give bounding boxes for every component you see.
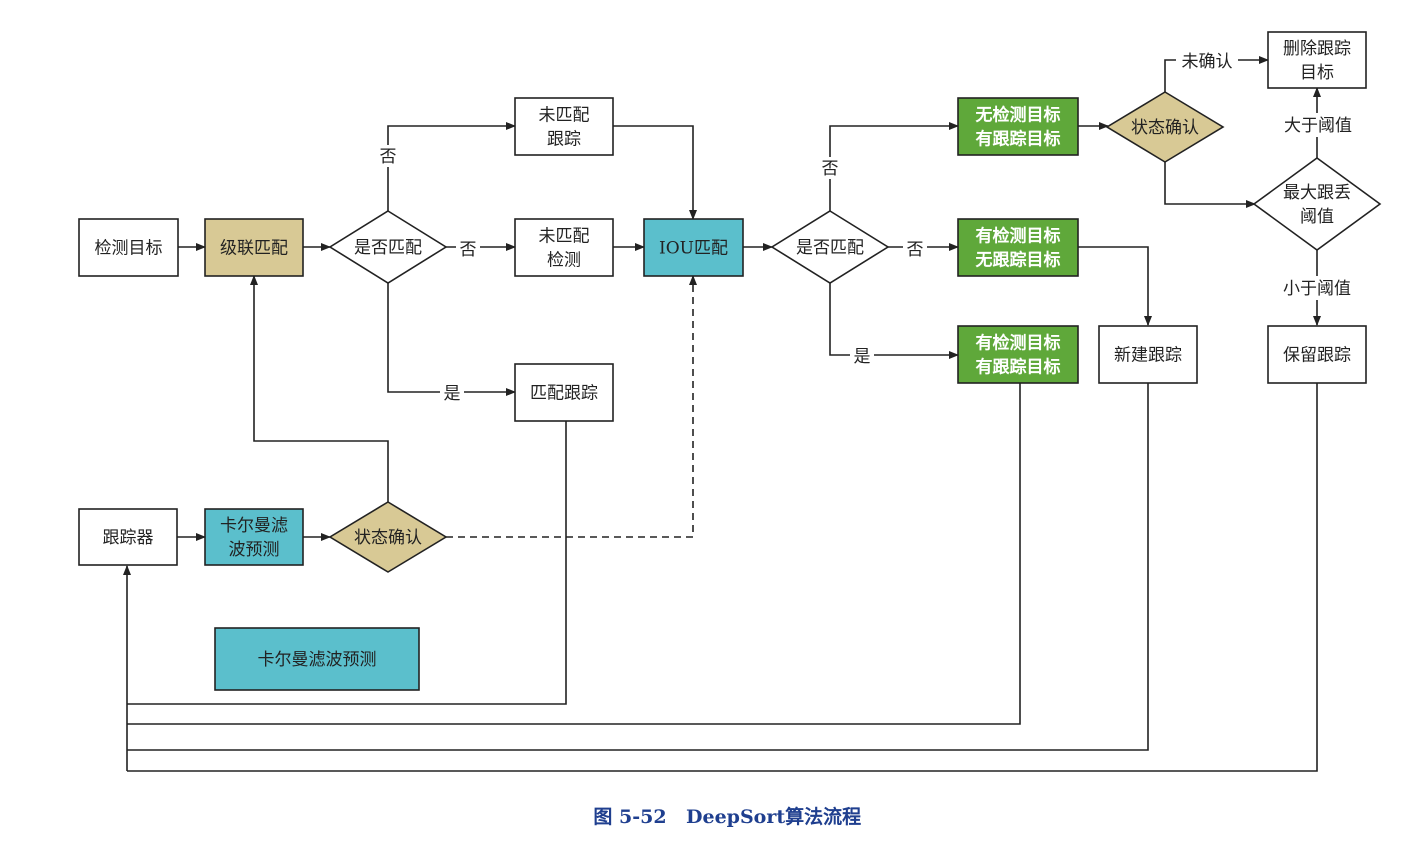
label-yes-2: 是 [854, 347, 871, 367]
node-shape [204, 508, 304, 566]
node-shape [214, 627, 420, 691]
label-unconfirmed: 未确认 [1182, 52, 1233, 72]
node-kalman-predict: 卡尔曼滤波预测 [204, 508, 304, 566]
edge-ismatch2-hasdet-hastrack [829, 283, 959, 359]
node-label: 是否匹配 [354, 238, 422, 258]
node-state-confirm-2: 状态确认 [1105, 91, 1225, 163]
node-has-det-has-track: 有检测目标有跟踪目标 [957, 325, 1079, 384]
node-is-match-1: 是否匹配 [328, 210, 448, 284]
edge-labels: 否 否 是 否 否 是 未确认 大于阈值 小于阈值 [376, 50, 1357, 404]
node-state-confirm-1: 状态确认 [328, 501, 448, 573]
label-below-threshold: 小于阈值 [1283, 279, 1351, 299]
edge-hasdet-hastrack-feedback [127, 383, 1021, 725]
edge-stateconfirm-maxlost [1164, 162, 1256, 208]
node-label: IOU匹配 [659, 239, 728, 259]
node-label: 新建跟踪 [1114, 346, 1182, 366]
node-unmatched-track-1: 未匹配跟踪 [514, 97, 614, 156]
label-no-1a: 否 [380, 147, 397, 167]
node-label: 跟踪器 [103, 528, 154, 548]
edges [123, 56, 1321, 772]
node-no-det-has-track: 无检测目标有跟踪目标 [957, 97, 1079, 156]
node-shape [328, 210, 448, 284]
node-shape [957, 218, 1079, 277]
edge-keeptrack-feedback [127, 383, 1318, 772]
node-shape [643, 218, 744, 277]
node-shape [1267, 325, 1367, 384]
node-keep-track: 保留跟踪 [1267, 325, 1367, 384]
node-shape [1252, 157, 1382, 251]
caption-title: DeepSort算法流程 [686, 805, 861, 828]
node-label: 保留跟踪 [1283, 346, 1351, 366]
node-shape [204, 218, 304, 277]
node-shape [328, 501, 448, 573]
node-label: 检测目标 [95, 239, 163, 259]
node-shape [78, 218, 179, 277]
node-label: 状态确认 [354, 528, 422, 548]
node-shape [1105, 91, 1225, 163]
node-shape [78, 508, 178, 566]
node-legend-kalman: 卡尔曼滤波预测 [214, 627, 420, 691]
node-label: 未匹配跟踪 [539, 106, 590, 150]
node-label: 卡尔曼滤波预测 [258, 650, 377, 670]
label-above-threshold: 大于阈值 [1284, 116, 1352, 136]
edge-hasdet-newtrack [1078, 246, 1152, 326]
label-no-2a: 否 [822, 159, 839, 179]
node-cascade-match: 级联匹配 [204, 218, 304, 277]
edge-stateconfirm1-iou-dashed [446, 275, 697, 538]
node-label: 卡尔曼滤波预测 [220, 516, 288, 560]
node-unmatched-detect: 未匹配检测 [514, 218, 614, 277]
node-delete-track: 删除跟踪目标 [1267, 31, 1367, 89]
figure-caption: 图 5-52 DeepSort算法流程 [593, 805, 861, 828]
node-label: 有检测目标无跟踪目标 [975, 226, 1061, 271]
node-label: 有检测目标有跟踪目标 [976, 333, 1061, 378]
node-label: 无检测目标有跟踪目标 [975, 105, 1061, 150]
node-label: 删除跟踪目标 [1283, 39, 1351, 83]
edge-ismatch2-nodet [829, 122, 959, 212]
edge-unmatched-track-iou [613, 125, 697, 220]
label-no-1b: 否 [460, 240, 477, 260]
node-shape [514, 218, 614, 277]
node-shape [514, 363, 614, 422]
caption-figure-number: 图 5-52 [593, 806, 666, 828]
node-max-lost: 最大跟丢阈值 [1252, 157, 1382, 251]
edge-stateconfirm1-cascade [250, 275, 389, 502]
node-shape [957, 97, 1079, 156]
label-yes-1: 是 [444, 384, 461, 404]
node-detect-target: 检测目标 [78, 218, 179, 277]
label-no-2b: 否 [907, 240, 924, 260]
node-is-match-2: 是否匹配 [770, 210, 890, 284]
node-matched-track: 匹配跟踪 [514, 363, 614, 422]
node-label: 状态确认 [1131, 118, 1199, 138]
node-shape [957, 325, 1079, 384]
edge-matched-track-feedback [127, 421, 567, 705]
node-tracker: 跟踪器 [78, 508, 178, 566]
node-shape [770, 210, 890, 284]
edge-ismatch1-unmatched-track [387, 122, 516, 212]
node-shape [1098, 325, 1198, 384]
node-iou-match: IOU匹配 [643, 218, 744, 277]
node-label: 是否匹配 [796, 238, 864, 258]
node-new-track: 新建跟踪 [1098, 325, 1198, 384]
node-label: 匹配跟踪 [530, 384, 598, 404]
edge-ismatch1-matched-track [387, 283, 516, 396]
node-label: 未匹配检测 [539, 227, 590, 271]
node-shape [514, 97, 614, 156]
node-shape [1267, 31, 1367, 89]
node-label: 最大跟丢阈值 [1283, 183, 1351, 227]
edge-newtrack-feedback [127, 383, 1149, 751]
node-label: 级联匹配 [220, 239, 288, 259]
node-has-det-no-track: 有检测目标无跟踪目标 [957, 218, 1079, 277]
